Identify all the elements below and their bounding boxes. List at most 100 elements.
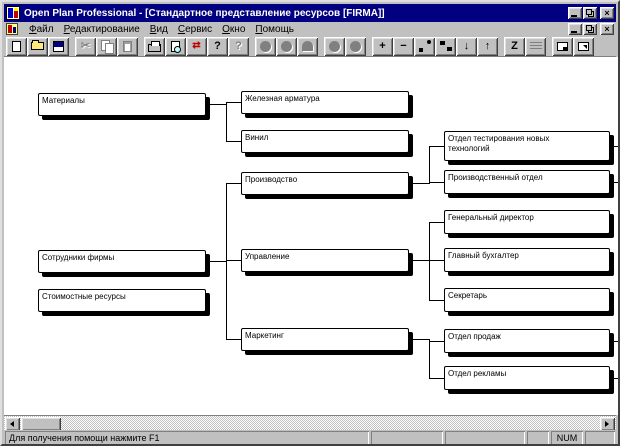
new-button[interactable] [6, 36, 27, 56]
document-icon[interactable] [6, 23, 18, 35]
link-nodes-button[interactable] [414, 36, 435, 56]
menu-file[interactable]: Файл [29, 23, 54, 35]
connector-line [226, 102, 241, 103]
node-tool-button[interactable] [324, 36, 345, 56]
connector-line [429, 300, 444, 301]
print-preview-icon [171, 40, 181, 53]
menu-edit[interactable]: Редактирование [63, 23, 140, 35]
connector-line [429, 182, 444, 183]
tree-node-vinyl[interactable]: Винил [241, 130, 409, 153]
connector-line [413, 183, 429, 184]
move-up-button[interactable]: ↑ [477, 36, 498, 56]
menu-window[interactable]: Окно [222, 23, 246, 35]
notes-icon [529, 41, 542, 51]
tree-node-cost-resources[interactable]: Стоимостные ресурсы [38, 289, 206, 312]
copy-button[interactable] [96, 36, 117, 56]
toolbar: ✂ ⇄ ? ? + − ↓ ↑ Z [4, 36, 616, 57]
context-help-button[interactable]: ? [228, 36, 249, 56]
scroll-right-button[interactable] [600, 417, 615, 431]
circle-tool-button[interactable] [276, 36, 297, 56]
restore-icon [586, 9, 592, 15]
notes-button[interactable] [525, 36, 546, 56]
connector-line [429, 146, 430, 184]
arrange-window-button[interactable] [552, 36, 573, 56]
status-message: Для получения помощи нажмите F1 [5, 431, 369, 444]
add-button[interactable]: + [372, 36, 393, 56]
tree-node-chief-accountant[interactable]: Главный бухгалтер [444, 248, 610, 272]
restore-icon [586, 25, 592, 31]
save-button[interactable] [48, 36, 69, 56]
print-preview-button[interactable] [165, 36, 186, 56]
move-down-button[interactable]: ↓ [456, 36, 477, 56]
circle-tool-button[interactable] [255, 36, 276, 56]
exchange-icon: ⇄ [192, 40, 201, 51]
tree-node-general-director[interactable]: Генеральный директор [444, 210, 610, 234]
scrollbar-thumb[interactable] [21, 417, 61, 431]
diagram-canvas[interactable]: Материалы Сотрудники фирмы Стоимостные р… [4, 57, 618, 415]
minimize-button[interactable] [568, 7, 582, 19]
tree-node-testing-dept[interactable]: Отдел тестирования новых технологий [444, 131, 610, 161]
tree-node-production[interactable]: Производство [241, 172, 409, 195]
connector-line [226, 183, 227, 340]
status-panel [585, 431, 615, 444]
connector-line [226, 102, 227, 142]
restore-button[interactable] [583, 7, 597, 19]
connector-line [413, 260, 429, 261]
print-icon [148, 40, 161, 52]
circle-icon [281, 40, 292, 52]
cut-button[interactable]: ✂ [75, 36, 96, 56]
new-document-icon [12, 40, 21, 52]
tree-node-marketing[interactable]: Маркетинг [241, 328, 409, 351]
mdi-minimize-button[interactable] [568, 23, 582, 35]
scroll-left-button[interactable] [5, 417, 20, 431]
connector-line [429, 339, 430, 379]
tree-node-production-dept[interactable]: Производственный отдел [444, 170, 610, 194]
paste-icon [123, 40, 132, 52]
connector-line [210, 104, 226, 105]
reorder-button[interactable] [435, 36, 456, 56]
menu-tools[interactable]: Сервис [177, 23, 213, 35]
connector-line [210, 261, 226, 262]
close-icon: × [604, 23, 610, 34]
tree-node-management[interactable]: Управление [241, 249, 409, 272]
connector-line [429, 146, 444, 147]
minimize-icon [571, 31, 577, 33]
remove-button[interactable]: − [393, 36, 414, 56]
arch-tool-button[interactable] [297, 36, 318, 56]
circle-icon [329, 40, 340, 52]
exchange-button[interactable]: ⇄ [186, 36, 207, 56]
mdi-close-button[interactable]: × [600, 23, 614, 35]
print-button[interactable] [144, 36, 165, 56]
expand-window-icon [578, 41, 589, 51]
open-button[interactable] [27, 36, 48, 56]
arrow-down-icon: ↓ [463, 39, 470, 52]
app-icon[interactable] [6, 6, 20, 20]
link-nodes-icon [418, 40, 431, 52]
steps-icon [439, 40, 452, 52]
num-lock-indicator: NUM [551, 431, 583, 444]
mdi-restore-button[interactable] [583, 23, 597, 35]
zigzag-view-button[interactable]: Z [504, 36, 525, 56]
tree-node-sales-dept[interactable]: Отдел продаж [444, 329, 610, 353]
menu-help[interactable]: Помощь [255, 23, 295, 35]
status-panel [371, 431, 443, 444]
connector-line [614, 378, 618, 379]
tree-node-employees[interactable]: Сотрудники фирмы [38, 250, 206, 273]
copy-icon [100, 40, 114, 54]
connector-line [614, 146, 618, 147]
tree-node-advertising-dept[interactable]: Отдел рекламы [444, 366, 610, 390]
node-tool-button[interactable] [345, 36, 366, 56]
connector-line [429, 378, 444, 379]
minus-icon: − [400, 39, 407, 52]
tree-node-rebar[interactable]: Железная арматура [241, 91, 409, 114]
help-button[interactable]: ? [207, 36, 228, 56]
tree-node-secretary[interactable]: Секретарь [444, 288, 610, 312]
close-button[interactable]: × [600, 7, 614, 19]
plus-icon: + [379, 39, 386, 52]
zigzag-icon: Z [511, 39, 518, 52]
paste-button[interactable] [117, 36, 138, 56]
menu-view[interactable]: Вид [149, 23, 168, 35]
horizontal-scrollbar[interactable] [4, 415, 616, 431]
tree-node-materials[interactable]: Материалы [38, 93, 206, 116]
expand-window-button[interactable] [573, 36, 594, 56]
